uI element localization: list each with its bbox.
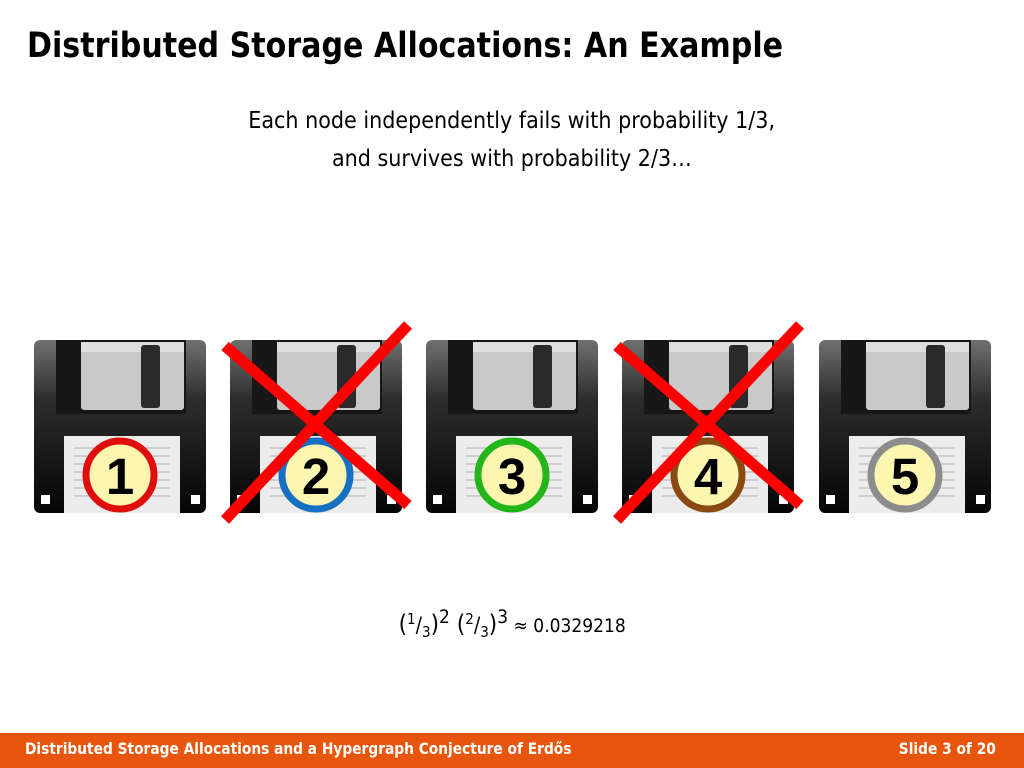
floppy-disk-icon: 2 (220, 321, 413, 524)
storage-node-2: 2 (220, 321, 413, 524)
formula-close-1: ) (430, 610, 439, 638)
fraction-1-slash: / (415, 613, 422, 637)
fraction-1-denominator: 3 (421, 623, 431, 642)
formula-exponent-1: 2 (438, 606, 450, 628)
fraction-2-slash: / (473, 613, 480, 637)
node-number-label: 3 (498, 448, 526, 505)
node-number-circle (670, 437, 746, 513)
footer-bar: Distributed Storage Allocations and a Hy… (0, 733, 1024, 768)
formula-result: ≈ 0.0329218 (507, 615, 626, 637)
fraction-2-denominator: 3 (479, 623, 489, 642)
footer-presentation-title: Distributed Storage Allocations and a Hy… (25, 739, 572, 758)
disk-shutter-highlight (473, 342, 576, 352)
disk-shutter-highlight (669, 342, 772, 352)
node-number-label: 5 (891, 448, 919, 505)
subtitle-line-1: Each node independently fails with proba… (248, 108, 776, 134)
node-number-circle (82, 437, 158, 513)
disk-shutter-window (533, 345, 552, 408)
disk-shutter-highlight (866, 342, 969, 352)
floppy-disk-icon: 5 (819, 340, 991, 513)
node-number-label: 4 (694, 448, 723, 505)
disk-shutter-highlight (277, 342, 380, 352)
slide-title: Distributed Storage Allocations: An Exam… (27, 26, 784, 66)
fraction-one-third: 1/3 (406, 610, 431, 641)
disk-density-hole (779, 495, 788, 504)
storage-node-5: 5 (819, 340, 993, 513)
failure-strike-line-2 (221, 341, 412, 510)
failure-strike (220, 321, 413, 524)
disk-density-hole (387, 495, 396, 504)
formula-open-1: ( (398, 610, 407, 638)
node-number-label: 2 (302, 448, 330, 505)
disk-density-hole (583, 495, 592, 504)
formula-open-2: ( (449, 610, 466, 638)
disk-shutter-window (926, 345, 945, 408)
disk-shutter-window (141, 345, 160, 408)
fraction-2-numerator: 2 (465, 610, 474, 628)
formula-close-2: ) (488, 610, 498, 638)
failure-strike-line-2 (613, 341, 804, 510)
disk-write-protect-hole (433, 495, 442, 504)
failure-strike (612, 321, 805, 524)
disk-shutter (473, 342, 576, 410)
slide-number: Slide 3 of 20 (898, 739, 996, 758)
disk-shutter (81, 342, 184, 410)
floppy-disk-icon: 3 (426, 340, 598, 513)
disk-write-protect-hole (41, 495, 50, 504)
disk-density-hole (191, 495, 200, 504)
node-number-circle (278, 437, 354, 513)
storage-node-4: 4 (612, 321, 805, 524)
subtitle-line-2: and survives with probability 2/3… (332, 146, 692, 172)
fraction-1-numerator: 1 (406, 610, 416, 628)
floppy-disk-icon: 4 (612, 321, 805, 524)
fraction-two-thirds: 2/3 (465, 610, 489, 641)
probability-formula: (1/3)2 (2/3)3 ≈ 0.0329218 (0, 606, 1024, 641)
node-number-label: 1 (106, 448, 134, 505)
subtitle: Each node independently fails with proba… (0, 102, 1024, 178)
disk-shutter (866, 342, 969, 410)
disk-density-hole (976, 495, 985, 504)
floppy-disk-icon: 1 (34, 340, 206, 513)
formula-exponent-2: 3 (497, 606, 508, 628)
storage-node-1: 1 (34, 340, 208, 513)
storage-node-3: 3 (426, 340, 600, 513)
node-number-circle (867, 437, 943, 513)
disk-shutter-highlight (81, 342, 184, 352)
disk-write-protect-hole (826, 495, 835, 504)
node-number-circle (474, 437, 550, 513)
